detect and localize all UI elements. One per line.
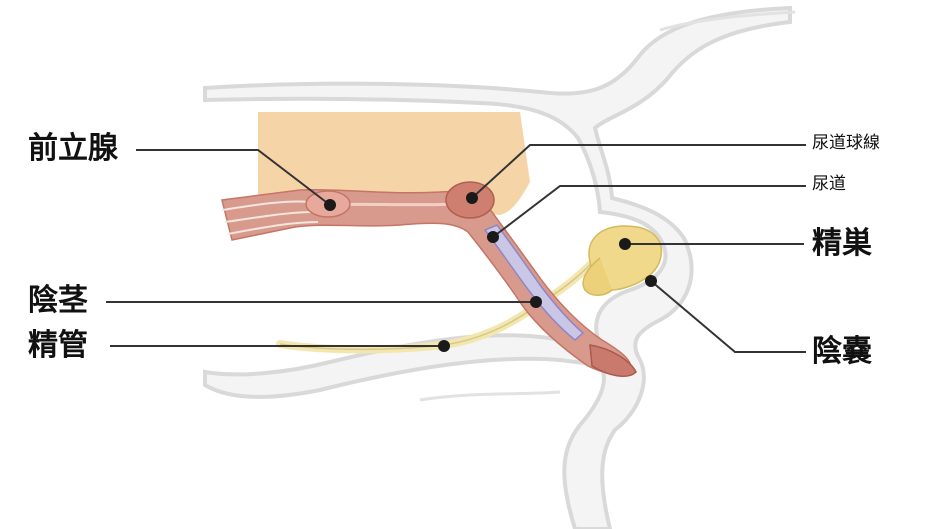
marker-testis: [619, 238, 631, 250]
label-prostate: 前立腺: [28, 134, 118, 164]
marker-penis: [530, 296, 542, 308]
marker-urethra: [487, 231, 499, 243]
marker-prostate: [324, 199, 336, 211]
label-bulbourethral-gland: 尿道球線: [812, 135, 880, 152]
label-testis: 精巣: [812, 229, 872, 259]
marker-bulbourethral: [466, 192, 478, 204]
label-vas-deferens: 精管: [28, 331, 88, 361]
marker-vas-deferens: [438, 340, 450, 352]
label-penis: 陰茎: [28, 286, 88, 316]
marker-scrotum: [645, 275, 657, 287]
body-contour-lower: [420, 392, 560, 400]
label-scrotum: 陰嚢: [812, 337, 872, 367]
label-urethra: 尿道: [812, 176, 846, 193]
